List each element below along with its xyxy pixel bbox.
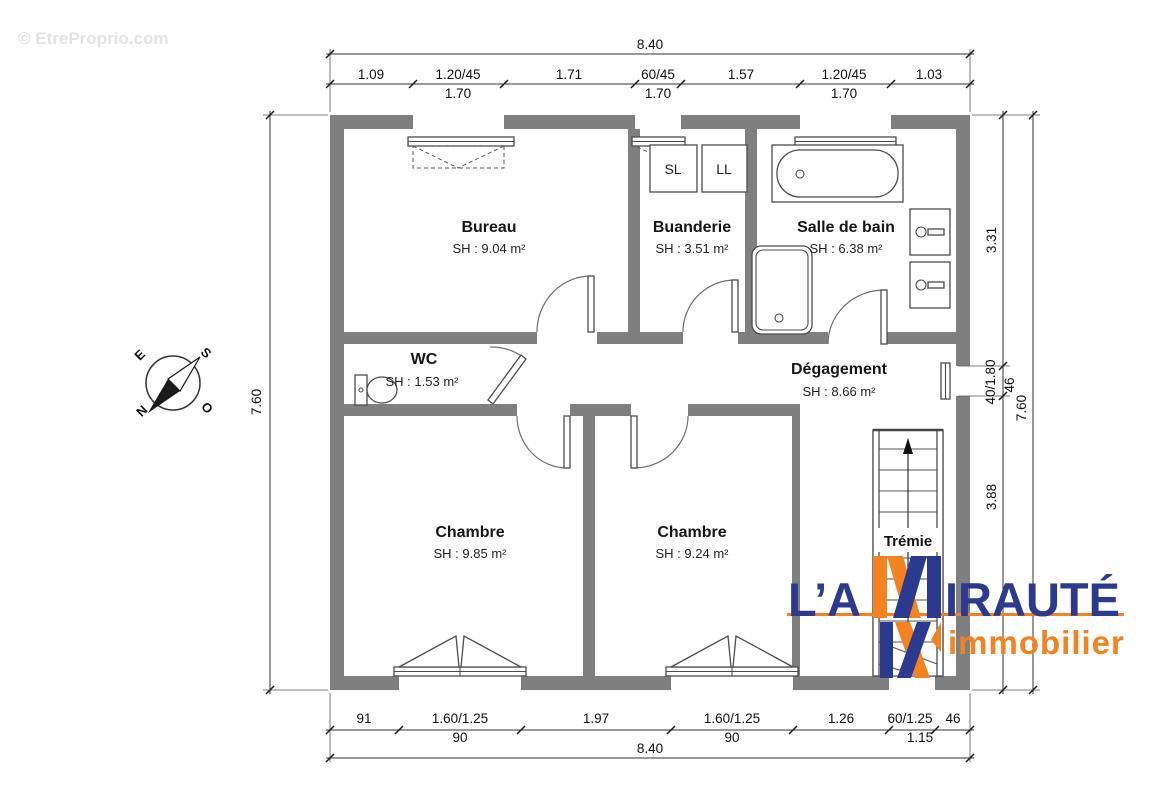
toilet [354, 374, 398, 406]
tremie-label: Trémie [884, 533, 932, 550]
compass-needle-tail [148, 379, 180, 413]
dim-bottom-sub: 1.15 [907, 730, 933, 745]
dim-right-total: 7.60 [1014, 395, 1029, 421]
dim-left-total: 7.60 [249, 389, 264, 415]
degagement-window [940, 362, 951, 400]
dim-bottom-seg: 1.60/1.25 [432, 711, 488, 726]
chambre2-area: SH : 9.24 m² [656, 546, 730, 561]
dim-bottom-sub: 90 [724, 730, 739, 745]
dimensions-top: 8.40 1.09 1.20/45 1.71 60/45 1.57 1.20/4… [325, 37, 975, 112]
sink-1 [909, 208, 951, 256]
buanderie-door [682, 279, 739, 333]
shower [751, 245, 813, 335]
bureau-window [407, 136, 515, 169]
degagement-area: SH : 8.66 m² [803, 384, 877, 399]
logo-m-glyph-small [880, 622, 941, 678]
degagement-name: Dégagement [791, 361, 888, 378]
chambre1-name: Chambre [435, 524, 504, 541]
compass-o: O [198, 399, 216, 417]
dim-right-seg: 40/1.80 [983, 359, 998, 404]
dim-bottom-sub: 90 [452, 730, 467, 745]
compass-n: N [133, 402, 150, 419]
dimensions-left: 7.60 [249, 110, 328, 695]
dimensions-right: 3.31 40/1.80 46 3.88 7.60 [958, 110, 1040, 695]
agency-logo: L’A IRAUTÉ immobilier [787, 556, 1125, 678]
bureau-door [536, 275, 595, 333]
logo-tagline: immobilier [948, 624, 1125, 661]
dim-top-total: 8.40 [637, 37, 663, 52]
dim-bottom-seg: 46 [945, 711, 960, 726]
chambre1-area: SH : 9.85 m² [434, 546, 508, 561]
bureau-name: Bureau [461, 219, 516, 236]
watermark: © EtreProprio.com [18, 29, 168, 48]
dim-top-seg: 1.20/45 [435, 67, 480, 82]
salle-de-bain-door [827, 289, 888, 345]
dim-top-seg: 1.57 [728, 67, 754, 82]
dim-right-sub: 46 [1002, 377, 1017, 392]
dim-bottom-seg: 60/1.25 [887, 711, 932, 726]
sink-2 [909, 261, 951, 309]
dim-top-sub: 1.70 [831, 86, 857, 101]
chambre1-window [393, 634, 527, 677]
room-labels: Bureau SH : 9.04 m² Buanderie SH : 3.51 … [386, 219, 895, 561]
wc-door [487, 346, 527, 405]
chambre2-window [665, 634, 799, 677]
dim-top-seg: 1.03 [916, 67, 942, 82]
compass-needle-tip [167, 356, 201, 392]
compass-e: E [131, 346, 148, 363]
dim-right-seg: 3.88 [984, 484, 999, 510]
wc-name: WC [411, 351, 438, 368]
lave-linge-label: LL [716, 161, 732, 177]
bureau-area: SH : 9.04 m² [453, 241, 527, 256]
dim-top-sub: 1.70 [445, 86, 471, 101]
buanderie-name: Buanderie [653, 219, 731, 236]
dim-bottom-total: 8.40 [637, 741, 663, 756]
chambre2-name: Chambre [657, 524, 726, 541]
seche-linge-label: SL [664, 161, 681, 177]
washer-dryer: SL LL [649, 144, 748, 193]
compass: E S N O [131, 344, 216, 419]
dim-top-seg: 1.71 [556, 67, 582, 82]
dim-bottom-seg: 91 [356, 711, 371, 726]
dim-bottom-seg: 1.60/1.25 [704, 711, 760, 726]
salle-de-bain-area: SH : 6.38 m² [810, 241, 884, 256]
compass-s: S [198, 344, 215, 361]
wc-area: SH : 1.53 m² [386, 374, 460, 389]
logo-text-right: IRAUTÉ [945, 573, 1120, 626]
salle-de-bain-name: Salle de bain [797, 219, 895, 236]
logo-m-glyph [873, 556, 941, 618]
dim-bottom-seg: 1.97 [583, 711, 609, 726]
exterior-walls [330, 115, 970, 690]
chambre2-door [630, 415, 689, 469]
dim-top-sub: 1.70 [645, 86, 671, 101]
dim-right-seg: 3.31 [984, 227, 999, 253]
logo-text-left: L’A [788, 573, 861, 626]
dim-top-seg: 1.09 [358, 67, 384, 82]
buanderie-area: SH : 3.51 m² [656, 241, 730, 256]
chambre1-door [516, 415, 571, 469]
dim-top-seg: 1.20/45 [821, 67, 866, 82]
bathtub [771, 144, 904, 203]
dim-bottom-seg: 1.26 [828, 711, 854, 726]
interior-walls [344, 129, 956, 676]
dim-top-seg: 60/45 [641, 67, 675, 82]
logo-rule [787, 613, 1124, 616]
dimensions-bottom: 91 1.60/1.25 1.97 1.60/1.25 1.26 60/1.25… [325, 693, 975, 763]
